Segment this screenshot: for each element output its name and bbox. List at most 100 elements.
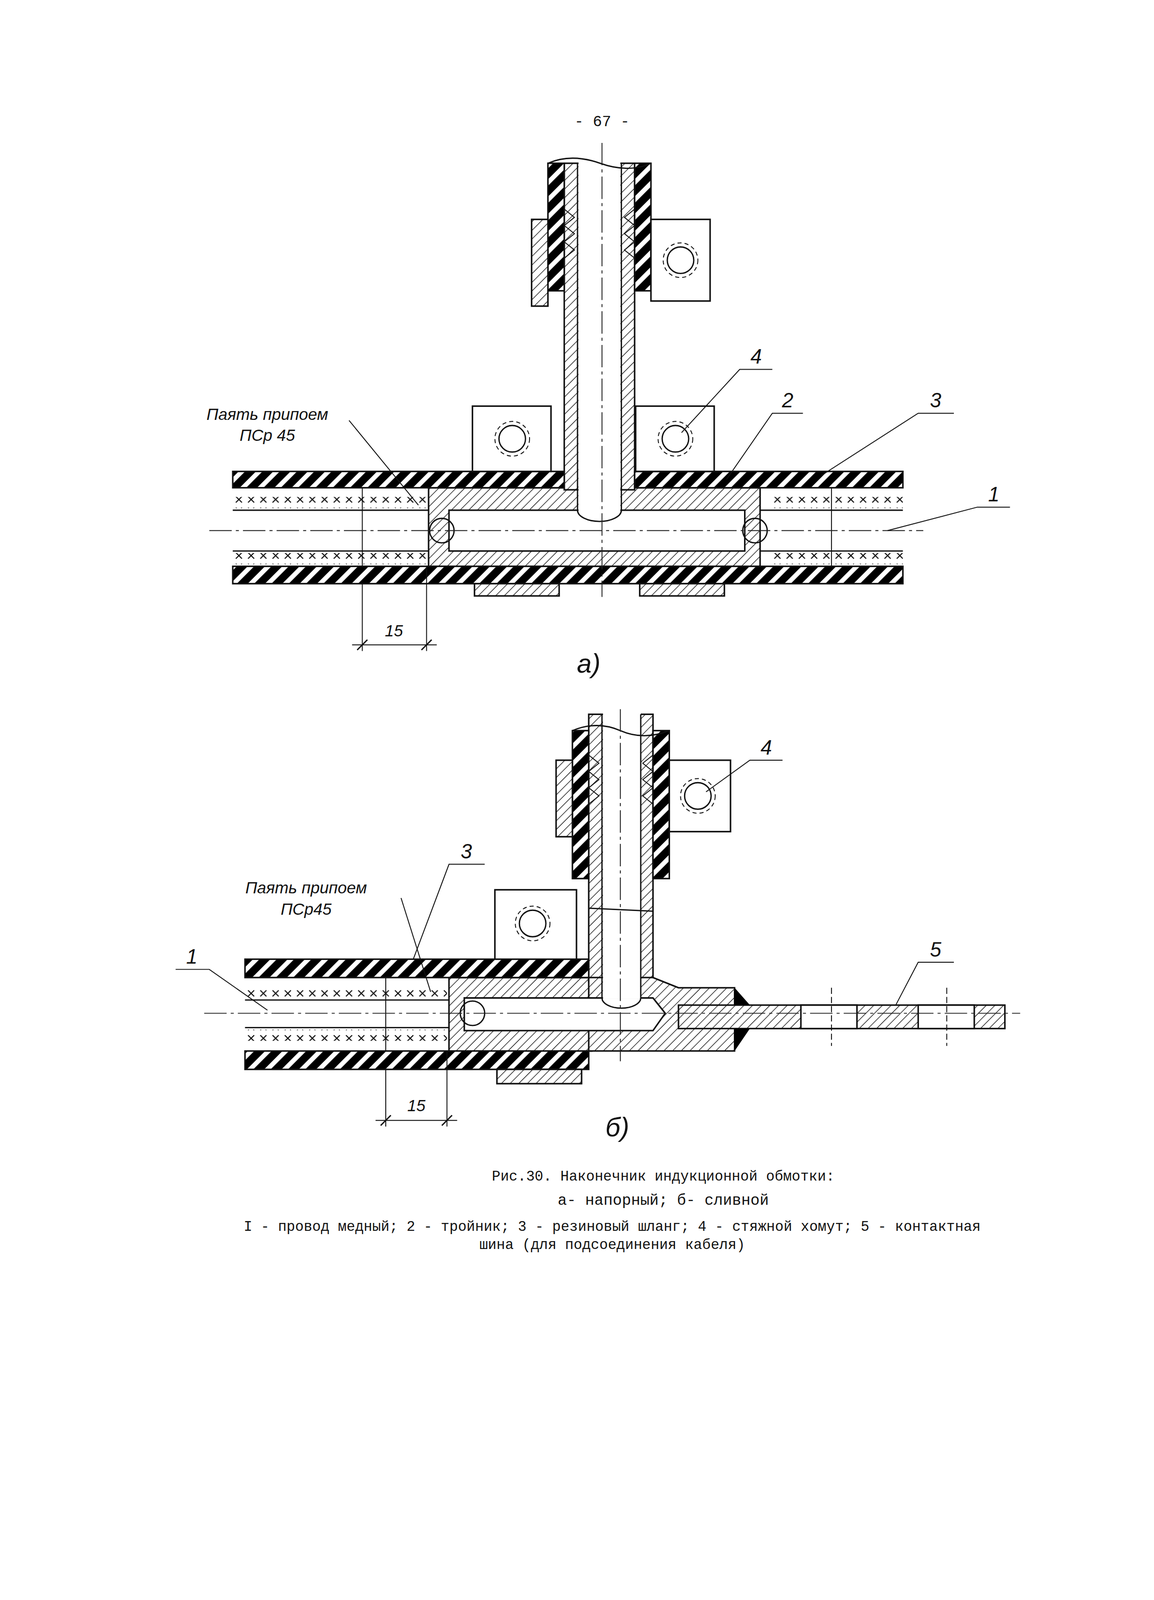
rect-shape xyxy=(472,405,551,471)
circle-shape xyxy=(495,421,531,457)
path-shape xyxy=(895,961,954,1005)
line-shape xyxy=(831,987,832,1046)
rect-shape xyxy=(634,163,651,291)
line-shape xyxy=(352,644,437,645)
page-number: - 67 - xyxy=(574,112,630,133)
dimension-value: 15 xyxy=(384,619,403,642)
path-shape xyxy=(413,864,485,960)
rect-shape xyxy=(245,986,448,998)
rect-shape xyxy=(232,496,427,508)
rect-shape xyxy=(232,471,564,488)
line-shape xyxy=(362,583,363,651)
path-shape xyxy=(564,208,635,258)
circle-shape xyxy=(498,425,526,452)
line-shape xyxy=(601,713,603,998)
path-shape xyxy=(548,158,651,169)
rect-shape xyxy=(635,405,715,471)
path-shape xyxy=(705,759,783,792)
rect-shape xyxy=(556,759,573,837)
note-text: Паять припоем ПСр 45 xyxy=(190,403,344,446)
circle-shape xyxy=(667,246,694,274)
line-shape xyxy=(245,999,450,1001)
line-shape xyxy=(620,163,623,510)
rect-shape xyxy=(245,1029,448,1041)
rect-shape xyxy=(678,1004,1005,1028)
rect-shape xyxy=(495,889,577,959)
path-shape xyxy=(734,987,751,1051)
rect-shape xyxy=(652,730,670,879)
callout-number: 4 xyxy=(750,342,762,370)
path-shape xyxy=(588,754,653,804)
rect-shape xyxy=(531,219,548,306)
callout-number: 4 xyxy=(760,733,772,761)
line-shape xyxy=(426,566,428,651)
line-shape xyxy=(601,142,603,597)
line-shape xyxy=(385,1068,387,1127)
rect-shape xyxy=(245,977,450,1051)
path-shape xyxy=(175,968,268,1010)
rect-shape xyxy=(548,163,565,291)
rect-shape xyxy=(572,730,589,879)
line-shape xyxy=(209,530,924,531)
rect-shape xyxy=(245,958,590,977)
caption-line: а- напорный; б- сливной xyxy=(557,1190,769,1211)
path-shape xyxy=(348,420,419,505)
view-label: а) xyxy=(577,645,601,681)
line-shape xyxy=(588,907,653,912)
dimension-value: 15 xyxy=(407,1094,426,1116)
rect-shape xyxy=(232,487,429,567)
circle-shape xyxy=(684,782,712,809)
line-shape xyxy=(446,1050,448,1127)
rect-shape xyxy=(232,552,427,564)
caption-line: I - провод медный; 2 - тройник; 3 - рези… xyxy=(234,1217,990,1255)
path-shape xyxy=(357,639,432,650)
rect-shape xyxy=(634,471,903,488)
rect-shape xyxy=(918,1004,975,1028)
callout-number: 2 xyxy=(782,386,794,414)
rect-shape xyxy=(770,487,903,567)
pressure-tip xyxy=(209,142,1011,651)
path-shape xyxy=(577,509,622,522)
path-shape xyxy=(464,997,666,1031)
rect-shape xyxy=(772,496,904,508)
view-label: б) xyxy=(605,1109,630,1144)
path-shape xyxy=(726,413,803,480)
rect-shape xyxy=(772,552,904,564)
circle-shape xyxy=(519,909,546,937)
rect-shape xyxy=(245,1050,590,1069)
line-shape xyxy=(232,550,429,552)
note-text: Паять припоем ПСр45 xyxy=(229,876,383,920)
path-shape xyxy=(887,506,1010,531)
callout-number: 3 xyxy=(930,386,942,414)
line-shape xyxy=(577,163,579,510)
rect-shape xyxy=(474,583,560,596)
callout-number: 1 xyxy=(186,942,198,970)
line-shape xyxy=(232,509,429,511)
circle-shape xyxy=(663,242,698,278)
line-shape xyxy=(385,977,387,1051)
callout-number: 3 xyxy=(460,837,472,865)
rect-shape xyxy=(578,161,621,511)
rect-shape xyxy=(232,566,903,584)
rect-shape xyxy=(639,583,725,596)
line-shape xyxy=(245,1026,450,1028)
line-shape xyxy=(619,708,621,1061)
callout-number: 5 xyxy=(930,935,942,963)
path-shape xyxy=(821,413,954,476)
drain-tip xyxy=(175,708,1020,1127)
line-shape xyxy=(831,487,832,567)
line-shape xyxy=(640,713,642,998)
line-shape xyxy=(946,987,948,1046)
rect-shape xyxy=(650,219,711,301)
callout-number: 1 xyxy=(988,480,1000,508)
path-shape xyxy=(401,897,431,992)
path-shape xyxy=(602,997,641,1008)
circle-shape xyxy=(680,778,716,813)
path-shape xyxy=(572,724,670,736)
figure-caption: Рис.30. Наконечник индукционной обмотки: xyxy=(491,1167,835,1186)
line-shape xyxy=(204,1012,1021,1014)
path-shape xyxy=(681,369,773,433)
rect-shape xyxy=(496,1068,582,1084)
line-shape xyxy=(362,487,363,567)
